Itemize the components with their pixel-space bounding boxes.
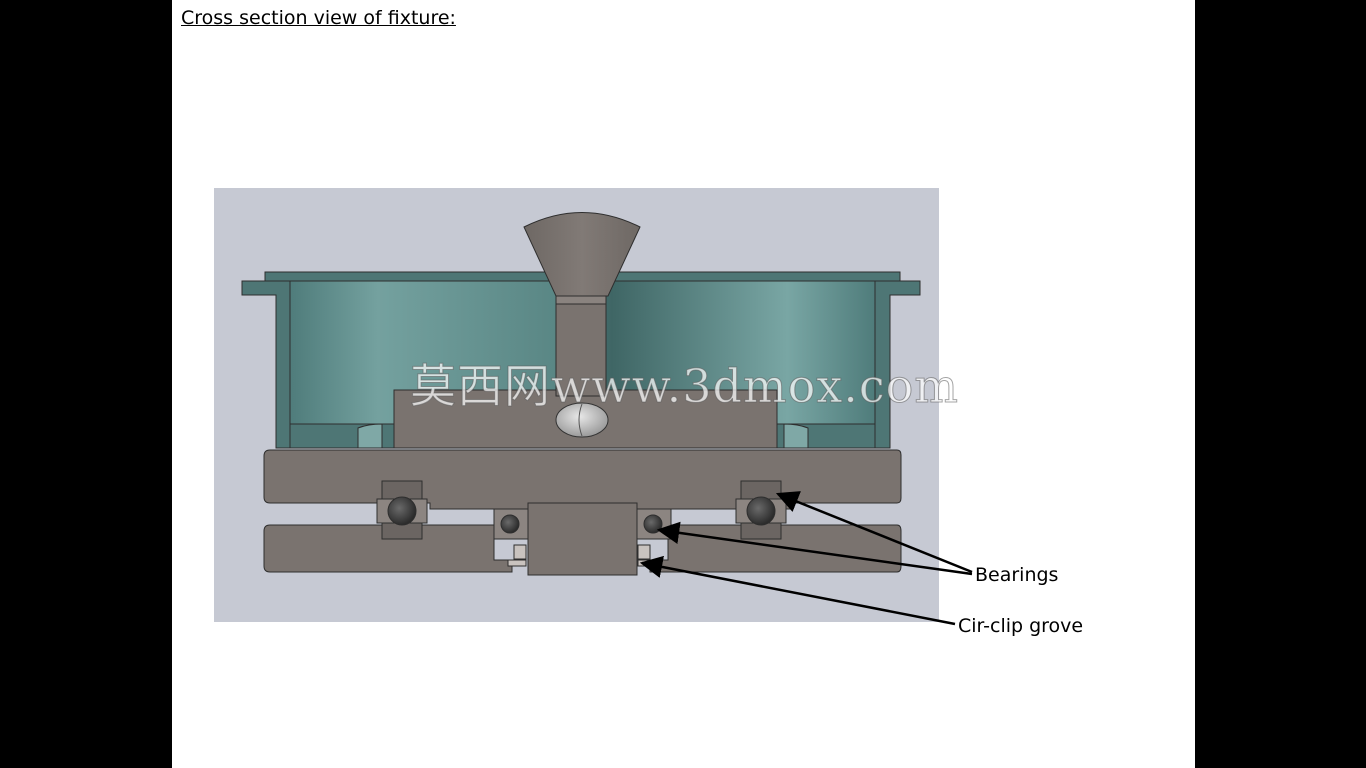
callout-arrows [639,491,973,626]
bearing-right [735,480,787,540]
circlip-groove-label: Cir-clip grove [958,615,1084,637]
screw-head [555,402,609,438]
lower-plate-left [263,524,513,573]
circlip-grooves [507,544,657,567]
watermark: 莫西网www.3dmox.com [410,359,959,413]
bearings-label: Bearings [975,564,1059,586]
inner-bearing-right [636,508,672,540]
fan-head [523,212,641,297]
slide: Cross section view of fixture: [172,0,1195,768]
stem [555,295,607,397]
central-shaft [527,502,638,576]
slide-title: Cross section view of fixture: [181,7,456,29]
inner-bearing-left [493,508,529,540]
bearing-left [376,480,428,540]
cross-section-figure: 莫西网www.3dmox.com [214,188,973,626]
